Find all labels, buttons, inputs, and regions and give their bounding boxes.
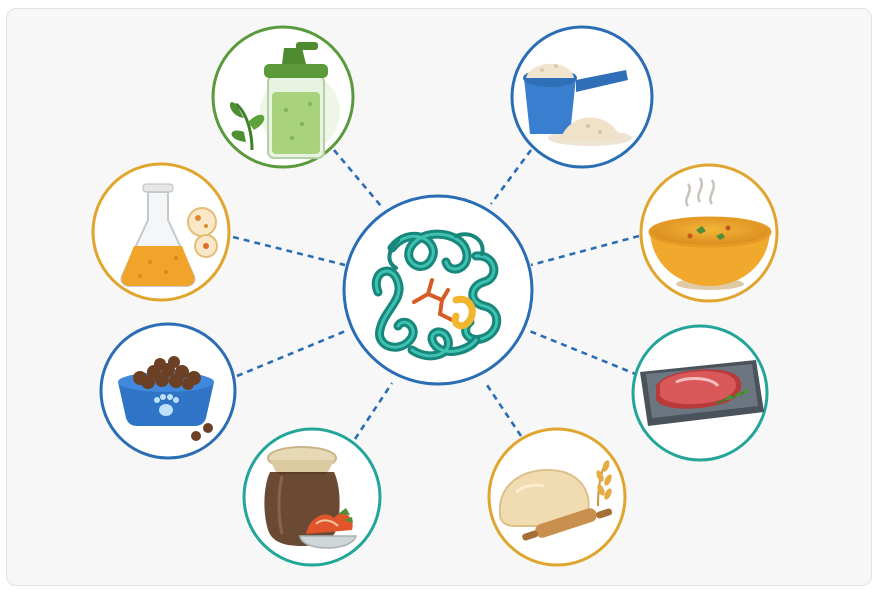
node-green-protein-shake <box>211 25 355 169</box>
paw-print-icon <box>154 394 179 416</box>
node-bread-dough <box>487 427 627 567</box>
node-fermentation-flask <box>91 162 231 302</box>
center-node <box>342 194 534 386</box>
node-protein-powder <box>510 25 654 169</box>
node-pet-food <box>99 322 237 460</box>
node-soup-bowl <box>639 163 779 303</box>
dough-rolling-pin-wheat-icon <box>498 460 613 541</box>
node-fermented-kimchi <box>242 427 382 567</box>
connector-lines <box>232 149 640 440</box>
raw-steak-tray-icon <box>640 360 764 426</box>
lab-flask-with-microbes-icon <box>120 183 218 287</box>
enzyme-protein-structure-icon <box>371 229 502 361</box>
connector-dough <box>483 381 523 437</box>
node-raw-meat <box>631 324 769 462</box>
connector-kimchi <box>353 382 394 440</box>
connector-shake <box>333 149 382 207</box>
pet-food-bowl-icon <box>118 356 214 441</box>
connector-meat <box>526 328 639 377</box>
connector-petfood <box>236 328 349 378</box>
connector-flask <box>232 235 346 267</box>
protein-powder-scoop-icon <box>523 63 632 146</box>
soup-bowl-icon <box>648 177 772 290</box>
connector-soup <box>530 234 640 267</box>
connector-powder <box>489 149 533 205</box>
fermentation-jar-kimchi-icon <box>264 446 357 549</box>
protein-shaker-bottle-icon <box>229 42 340 159</box>
